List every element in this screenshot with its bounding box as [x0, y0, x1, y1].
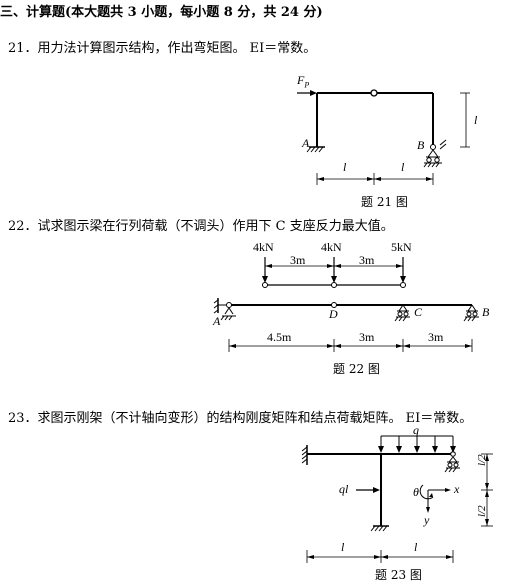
q21-dim-height — [460, 92, 470, 148]
q22-load-1: 4kN — [253, 240, 274, 254]
q22-label-a: A — [213, 314, 221, 328]
question-21-text: 21．用力法计算图示结构，作出弯矩图。 EI＝常数。 — [8, 41, 317, 56]
q21-caption: 题 21 图 — [361, 195, 408, 209]
q21-label-force: FP — [297, 73, 310, 90]
q22-label-b: B — [482, 305, 490, 319]
q22-span-2: 3m — [359, 330, 375, 344]
q22-load-3: 5kN — [391, 240, 412, 254]
q21-label-a: A — [302, 136, 310, 150]
q23-roller-support — [444, 451, 460, 473]
q21-fixed-support-a — [306, 146, 325, 153]
q23-label-theta: θ — [413, 485, 419, 499]
q21-label-l-right: l — [401, 160, 405, 174]
q23-label-x: x — [454, 482, 460, 496]
q21-hinge — [370, 89, 378, 97]
q22-label-c: C — [414, 305, 423, 319]
q22-dim-spans — [228, 339, 473, 352]
q23-fixed-support-left — [301, 445, 308, 465]
q22-label-d: D — [329, 307, 338, 321]
q21-label-l-height: l — [474, 113, 478, 127]
q23-fixed-support-bottom — [370, 525, 389, 532]
q22-span-3: 3m — [428, 330, 444, 344]
q23-ql-arrow — [373, 487, 380, 493]
question-23-text: 23．求图示刚架（不计轴向变形）的结构刚度矩阵和结点荷载矩阵。 EI＝常数。 — [8, 411, 473, 426]
q23-label-l-left: l — [341, 540, 345, 554]
q23-label-q: q — [413, 423, 419, 437]
q22-support-b — [463, 304, 479, 322]
q23-label-half-2: l/2 — [476, 505, 488, 517]
question-22-text: 22．试求图示梁在行列荷载（不调头）作用下 C 支座反力最大值。 — [8, 219, 394, 234]
q22-load-2: 4kN — [321, 240, 342, 254]
q21-roller-support-b — [423, 139, 447, 168]
q23-label-y: y — [424, 513, 430, 527]
q22-support-a — [213, 298, 236, 321]
q21-label-l-left: l — [343, 160, 347, 174]
section-heading: 三、计算题(本大题共 3 小题，每小题 8 分，共 24 分) — [0, 5, 323, 20]
q23-label-half-1: l/2 — [476, 454, 488, 466]
q22-hinge-d — [331, 302, 337, 308]
q23-caption: 题 23 图 — [375, 568, 422, 582]
q22-caption: 题 22 图 — [333, 362, 380, 376]
q22-hinge-a — [226, 302, 232, 308]
q21-force-arrow — [310, 90, 317, 96]
q23-label-l-right: l — [414, 540, 418, 554]
q22-support-c — [394, 304, 410, 322]
q22-span-1: 4.5m — [267, 330, 292, 344]
q21-label-b: B — [417, 138, 425, 152]
q22-spacing-2: 3m — [359, 253, 375, 267]
q22-spacing-1: 3m — [290, 253, 306, 267]
q23-coordinate-system — [419, 484, 448, 510]
q23-dim-bottom — [306, 550, 454, 563]
q23-label-ql: ql — [339, 482, 349, 496]
